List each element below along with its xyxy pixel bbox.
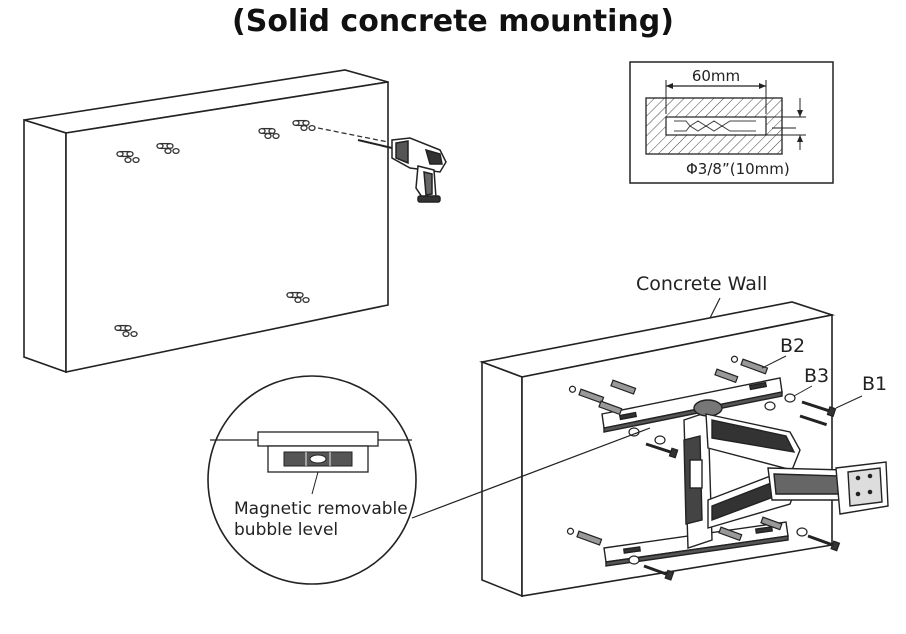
leader-b2	[761, 355, 787, 369]
bubble-level-callout: Magnetic removable bubble level	[207, 375, 651, 585]
hole-detail-inset: 60mm Φ3/8”(10mm)	[629, 61, 834, 184]
hole-diameter-label: Φ3/8”(10mm)	[686, 160, 790, 178]
left-wall-block	[23, 69, 389, 374]
label-b1: B1	[862, 373, 887, 395]
page-title: (Solid concrete mounting)	[232, 4, 674, 39]
bubble-level-label-line1: Magnetic removable	[234, 499, 408, 519]
bubble-level-label-line2: bubble level	[234, 520, 338, 540]
drill-holes-left	[114, 119, 316, 338]
tv-mount-arm	[683, 399, 889, 549]
label-b2: B2	[780, 335, 805, 357]
wall-plate-top	[601, 377, 783, 433]
label-b3: B3	[804, 365, 829, 387]
hole-depth-label: 60mm	[692, 67, 740, 85]
leader-b3	[793, 385, 813, 397]
concrete-wall-label: Concrete Wall	[636, 273, 767, 295]
drill-bit-path	[317, 127, 389, 143]
leader-b1	[835, 395, 863, 409]
drill-icon	[357, 137, 447, 203]
anchors-and-screws	[566, 355, 841, 581]
